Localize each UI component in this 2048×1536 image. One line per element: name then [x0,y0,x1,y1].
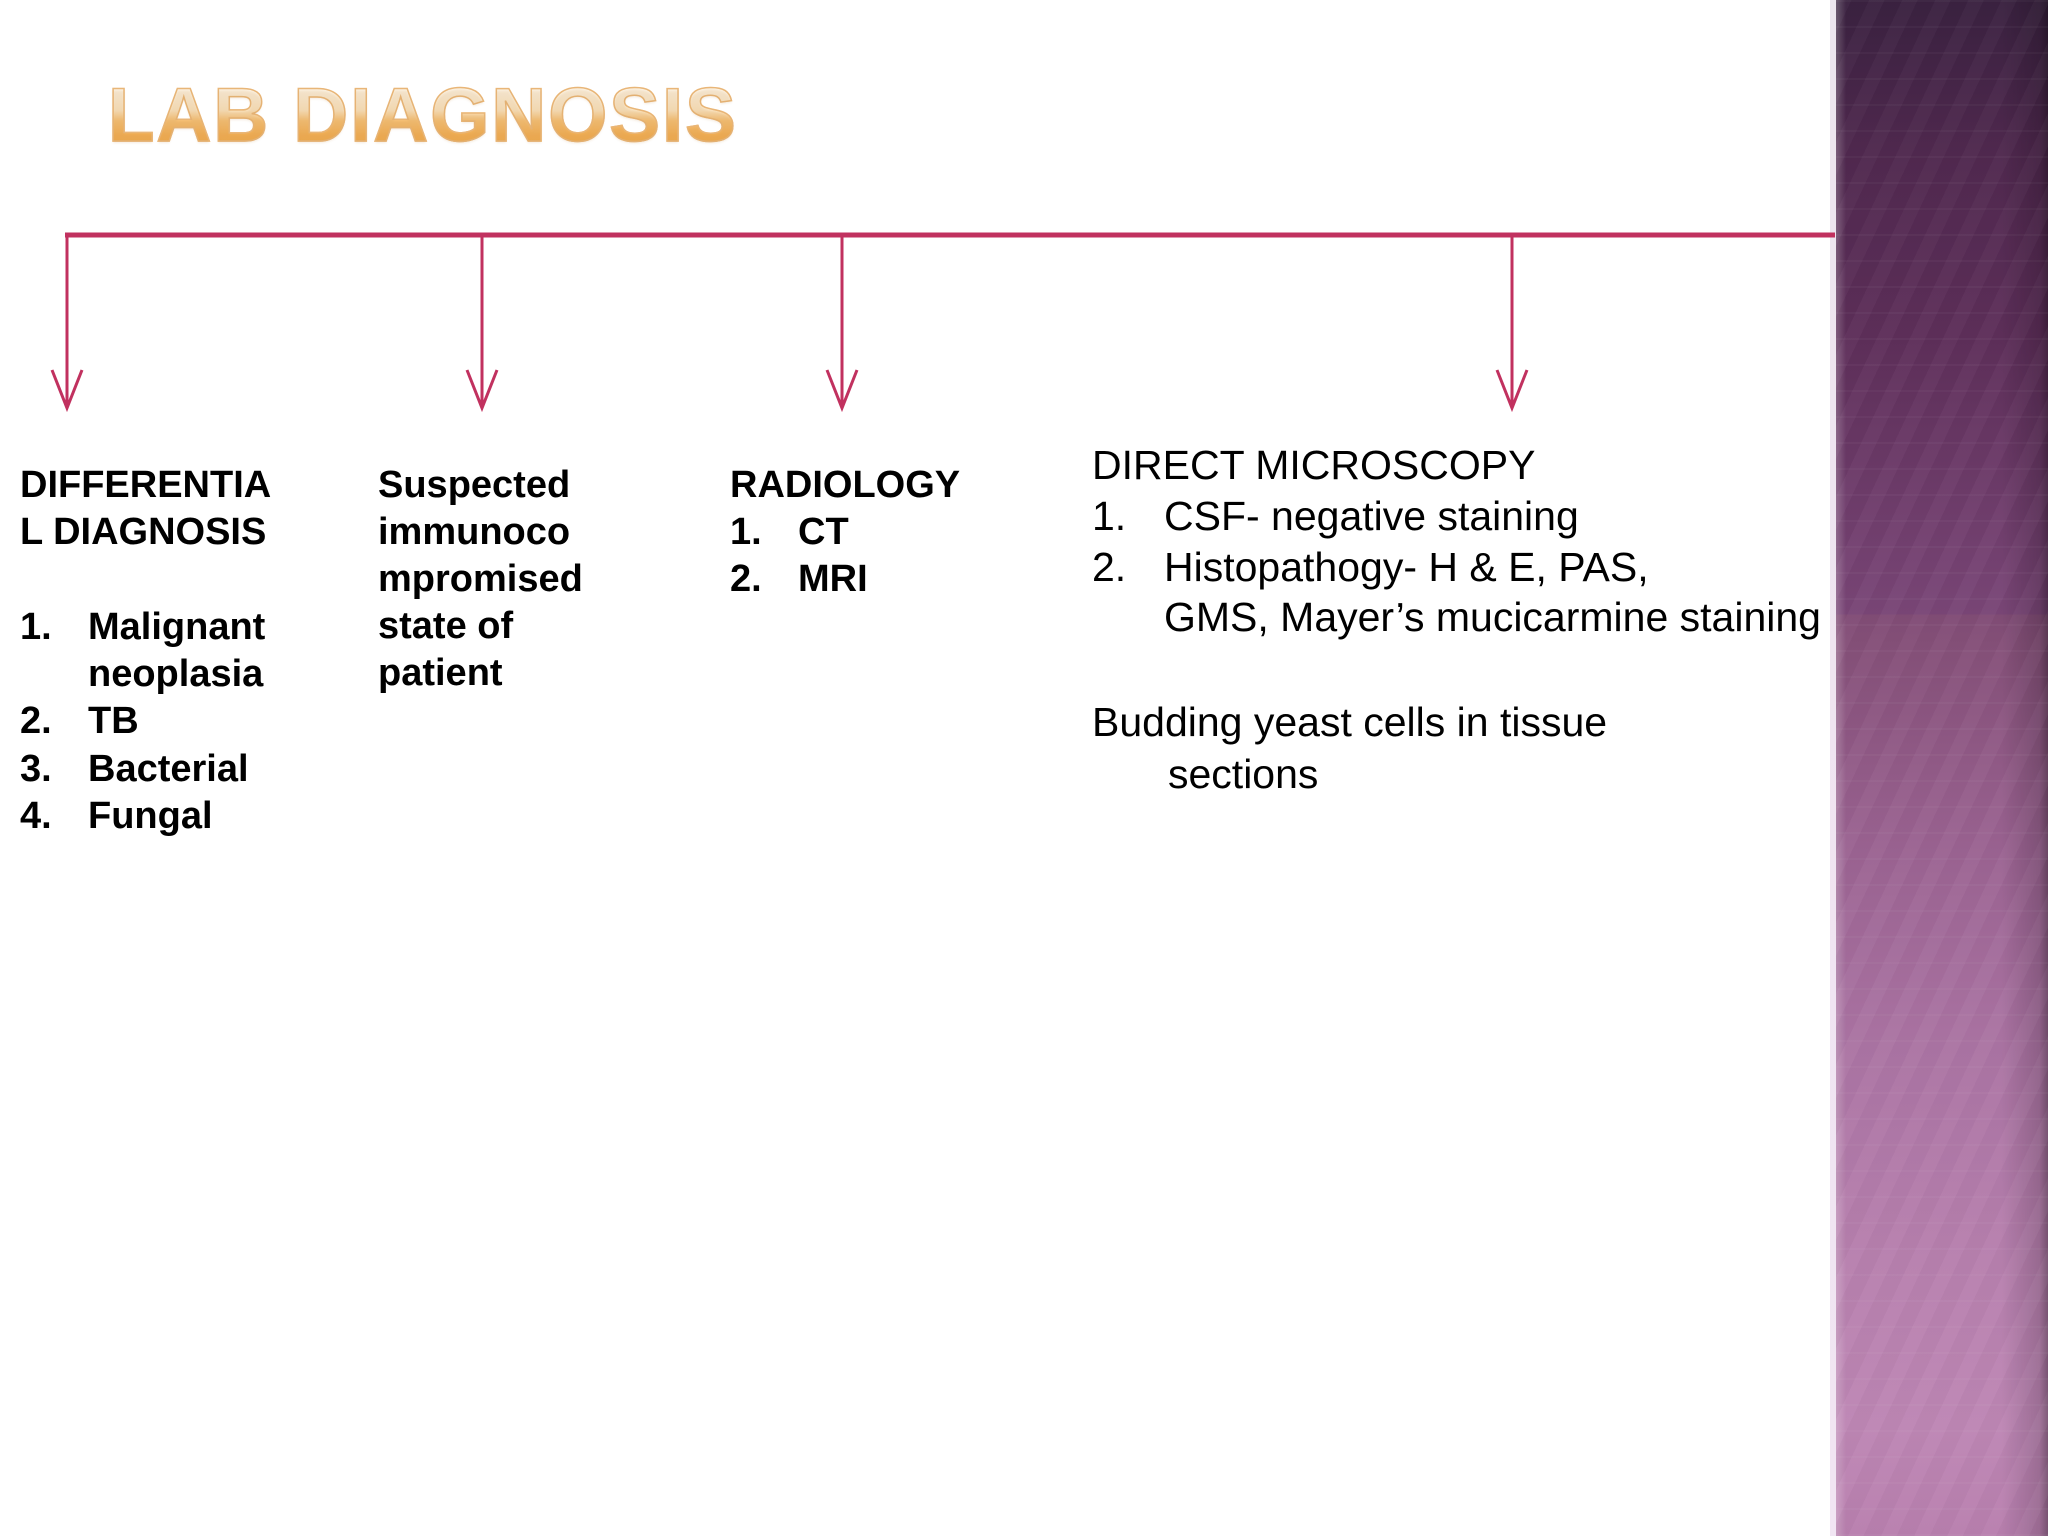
list-item: 2. MRI [730,556,1060,603]
arrowhead-2 [465,369,499,413]
list-item: 2. TB [20,698,372,745]
column-heading-differential-diagnosis: DIFFERENTIA L DIAGNOSIS [20,462,372,556]
list-item-text: Bacterial [88,747,249,790]
list-item-text: CT [798,511,849,554]
column-differential-diagnosis: DIFFERENTIA L DIAGNOSIS 1. Malignant neo… [20,462,372,840]
decorative-side-band [1836,0,2048,1536]
list-item: 2. Histopathogy- H & E, PAS, GMS, Mayer’… [1092,542,1922,644]
list-differential-diagnosis: 1. Malignant neoplasia 2. TB 3. Bacteria… [20,604,372,840]
heading-line-2: L DIAGNOSIS [20,511,267,554]
list-item-number: 1. [730,511,762,554]
list-item: 4. Fungal [20,793,372,840]
list-item: 1. CSF- negative staining [1092,491,1922,542]
list-item-text: Malignant neoplasia [88,604,372,698]
list-item-line-1: Malignant [88,606,266,649]
heading-line-3: mpromised [378,558,583,601]
column-heading-radiology: RADIOLOGY [730,464,961,506]
list-item-text: CSF- negative staining [1164,492,1579,539]
heading-line-5: patient [378,652,503,695]
column-heading-suspected-immunocompromised: Suspected immunoco mpromised state of pa… [378,462,678,698]
list-direct-microscopy: 1. CSF- negative staining 2. Histopathog… [1092,491,1922,643]
list-item-text: MRI [798,558,868,601]
list-item-number: 2. [1092,543,1127,590]
arrowhead-3 [825,369,859,413]
list-item-line-2: GMS, Mayer’s mucicarmine staining [1164,594,1821,641]
column-heading-direct-microscopy: DIRECT MICROSCOPY [1092,442,1536,488]
connector-diagram [50,232,1835,413]
list-item-text: Fungal [88,794,213,837]
list-item-line-1: Histopathogy- H & E, PAS, [1164,543,1649,590]
heading-line-1: DIFFERENTIA [20,464,272,506]
page-title: Lab diagnosis [107,72,738,159]
column-direct-microscopy: DIRECT MICROSCOPY 1. CSF- negative stain… [1092,440,1922,801]
list-item-text: Histopathogy- H & E, PAS, GMS, Mayer’s m… [1164,542,1922,644]
list-item-number: 2. [20,700,52,743]
direct-microscopy-footnote: Budding yeast cells in tissue sections [1092,697,1922,800]
list-item: 1. CT [730,509,1060,556]
footnote-line-2: sections [1168,750,1319,797]
list-item: 1. Malignant neoplasia [20,604,372,698]
list-item-number: 3. [20,747,52,790]
heading-line-4: state of [378,605,514,648]
list-item-number: 4. [20,794,52,837]
list-item-number: 1. [20,606,52,649]
list-item-text: TB [88,700,139,743]
column-radiology: RADIOLOGY 1. CT 2. MRI [730,462,1060,603]
column-suspected-immunocompromised: Suspected immunoco mpromised state of pa… [378,462,678,698]
list-radiology: 1. CT 2. MRI [730,509,1060,603]
heading-line-2: immunoco [378,511,571,554]
side-band-glow [1830,0,1836,1536]
arrowhead-1 [50,369,84,413]
arrowhead-4 [1495,369,1529,413]
list-item-number: 2. [730,558,762,601]
list-item: 3. Bacterial [20,746,372,793]
list-item-number: 1. [1092,492,1127,539]
footnote-line-1: Budding yeast cells in tissue [1092,699,1608,746]
list-item-line-2: neoplasia [88,653,264,696]
heading-line-1: Suspected [378,464,571,506]
